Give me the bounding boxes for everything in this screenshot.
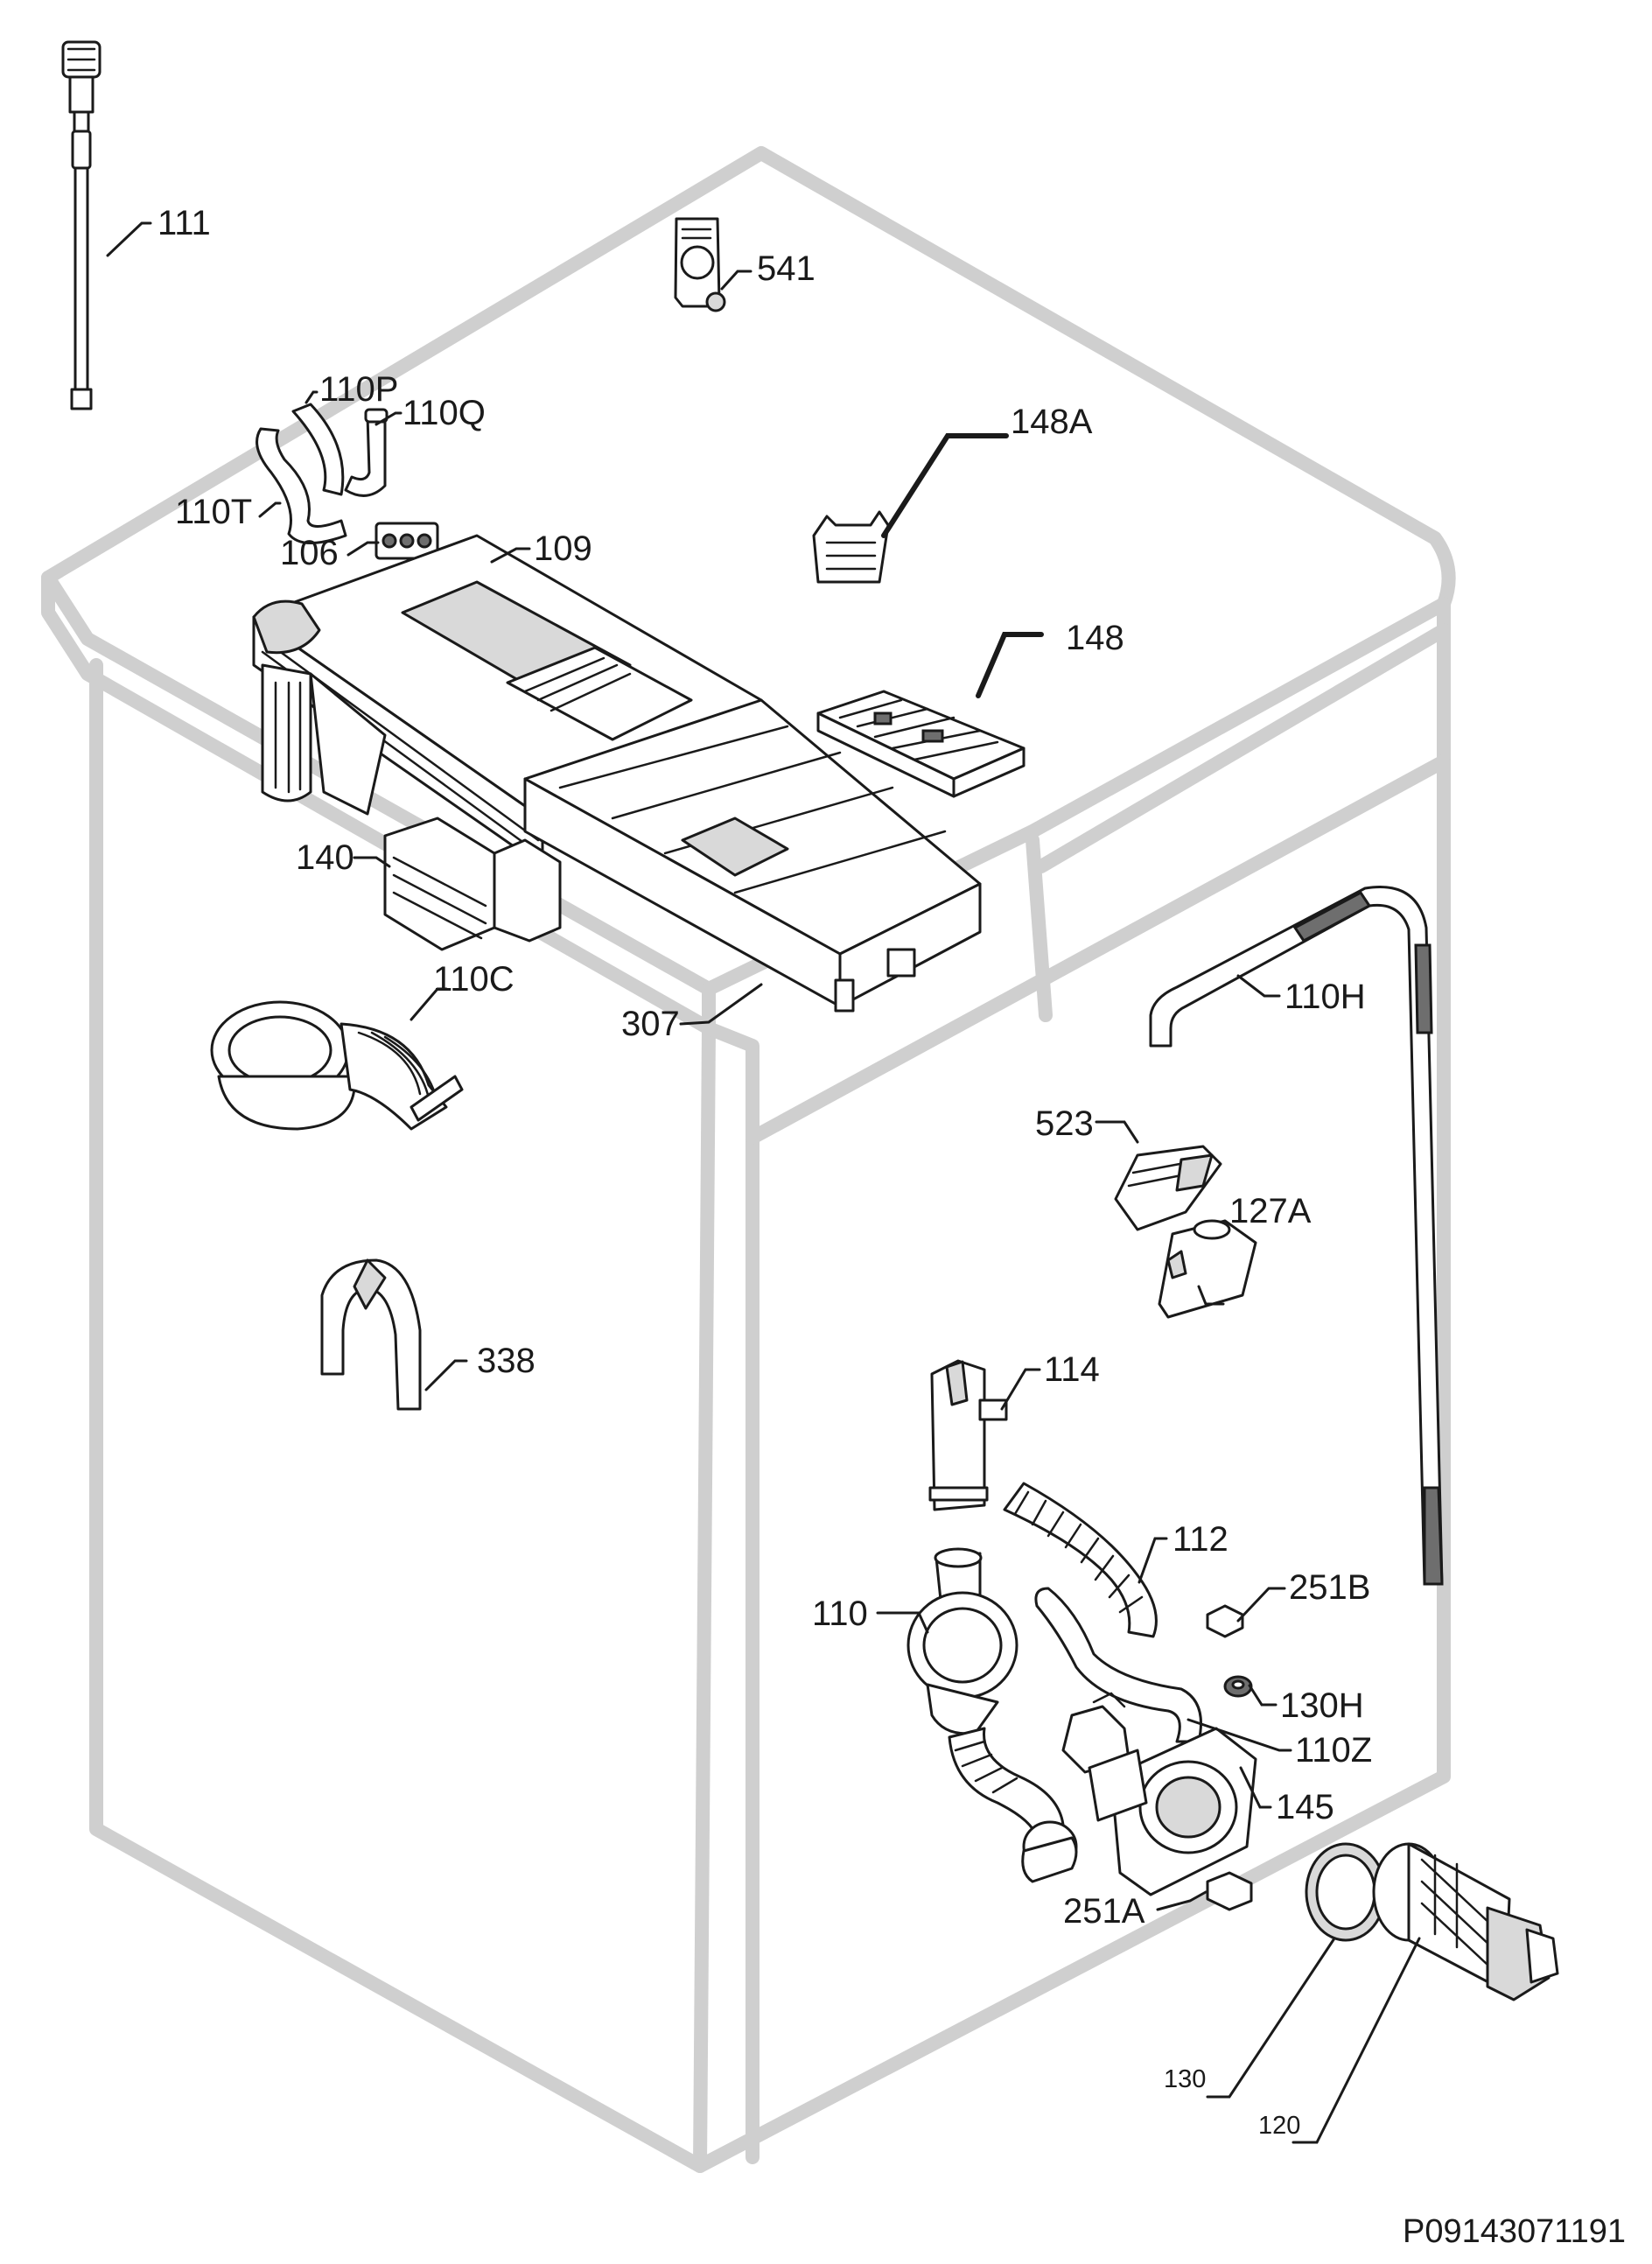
label-307: 307 — [621, 1005, 680, 1043]
label-111: 111 — [158, 204, 211, 242]
label-140: 140 — [296, 838, 354, 877]
part-110P-hose — [291, 403, 345, 496]
part-110H-drain-hose — [1149, 886, 1444, 1586]
label-127A: 127A — [1229, 1192, 1312, 1230]
part-112-corrugated-hose — [1003, 1482, 1158, 1638]
part-148A-bracket — [812, 510, 890, 584]
part-140-duct — [383, 817, 562, 951]
part-110C-bellows-hose — [210, 1000, 464, 1131]
label-523: 523 — [1035, 1104, 1094, 1143]
label-251A: 251A — [1063, 1892, 1145, 1931]
label-109: 109 — [534, 529, 592, 568]
label-251B: 251B — [1289, 1568, 1370, 1607]
part-338-hose-clip — [320, 1258, 422, 1411]
part-111-inlet-hose — [61, 40, 102, 410]
part-114-vent-pipe — [928, 1359, 1008, 1511]
label-148A: 148A — [1011, 403, 1093, 441]
part-307-dispenser-drawer — [523, 698, 982, 1013]
part-130H-seal — [1223, 1675, 1253, 1698]
label-338: 338 — [477, 1342, 536, 1380]
label-114: 114 — [1044, 1350, 1100, 1389]
label-130H: 130H — [1280, 1686, 1364, 1725]
label-110Z: 110Z — [1295, 1731, 1372, 1770]
part-120-pump-filter — [1372, 1842, 1559, 2001]
document-code: P09143071191 — [1403, 2213, 1626, 2250]
label-148: 148 — [1066, 619, 1124, 657]
label-110C: 110C — [433, 960, 514, 999]
label-110H: 110H — [1284, 978, 1366, 1016]
part-110Q-hose — [344, 408, 388, 497]
part-145-pump-housing — [1061, 1692, 1257, 1896]
part-127A-flap — [1158, 1219, 1257, 1319]
part-523-latch — [1114, 1145, 1222, 1231]
part-251A-clip — [1206, 1871, 1253, 1911]
part-130-o-ring — [1305, 1842, 1387, 1942]
leader-lines — [106, 221, 1421, 2144]
label-120: 120 — [1258, 2112, 1300, 2140]
part-251B-clip — [1206, 1604, 1244, 1638]
label-110T: 110T — [175, 493, 252, 531]
label-106: 106 — [280, 534, 339, 572]
label-110P: 110P — [319, 370, 398, 409]
label-541: 541 — [757, 249, 816, 288]
part-110T-hose — [256, 427, 347, 544]
part-106-valve — [374, 522, 439, 560]
cabinet-outline — [41, 146, 1456, 2173]
label-110: 110 — [812, 1595, 868, 1633]
part-110-sump-hose — [906, 1547, 1078, 1883]
label-110Q: 110Q — [402, 394, 486, 432]
part-148-control-board — [816, 690, 1026, 798]
label-112: 112 — [1172, 1520, 1228, 1559]
label-145: 145 — [1276, 1788, 1334, 1826]
part-541-bracket — [674, 217, 726, 312]
part-labels: 111 541 110P 110Q 148A 110T 106 109 148 … — [158, 204, 1372, 2140]
part-110Z-hose — [1034, 1587, 1202, 1743]
label-130: 130 — [1164, 2065, 1206, 2093]
